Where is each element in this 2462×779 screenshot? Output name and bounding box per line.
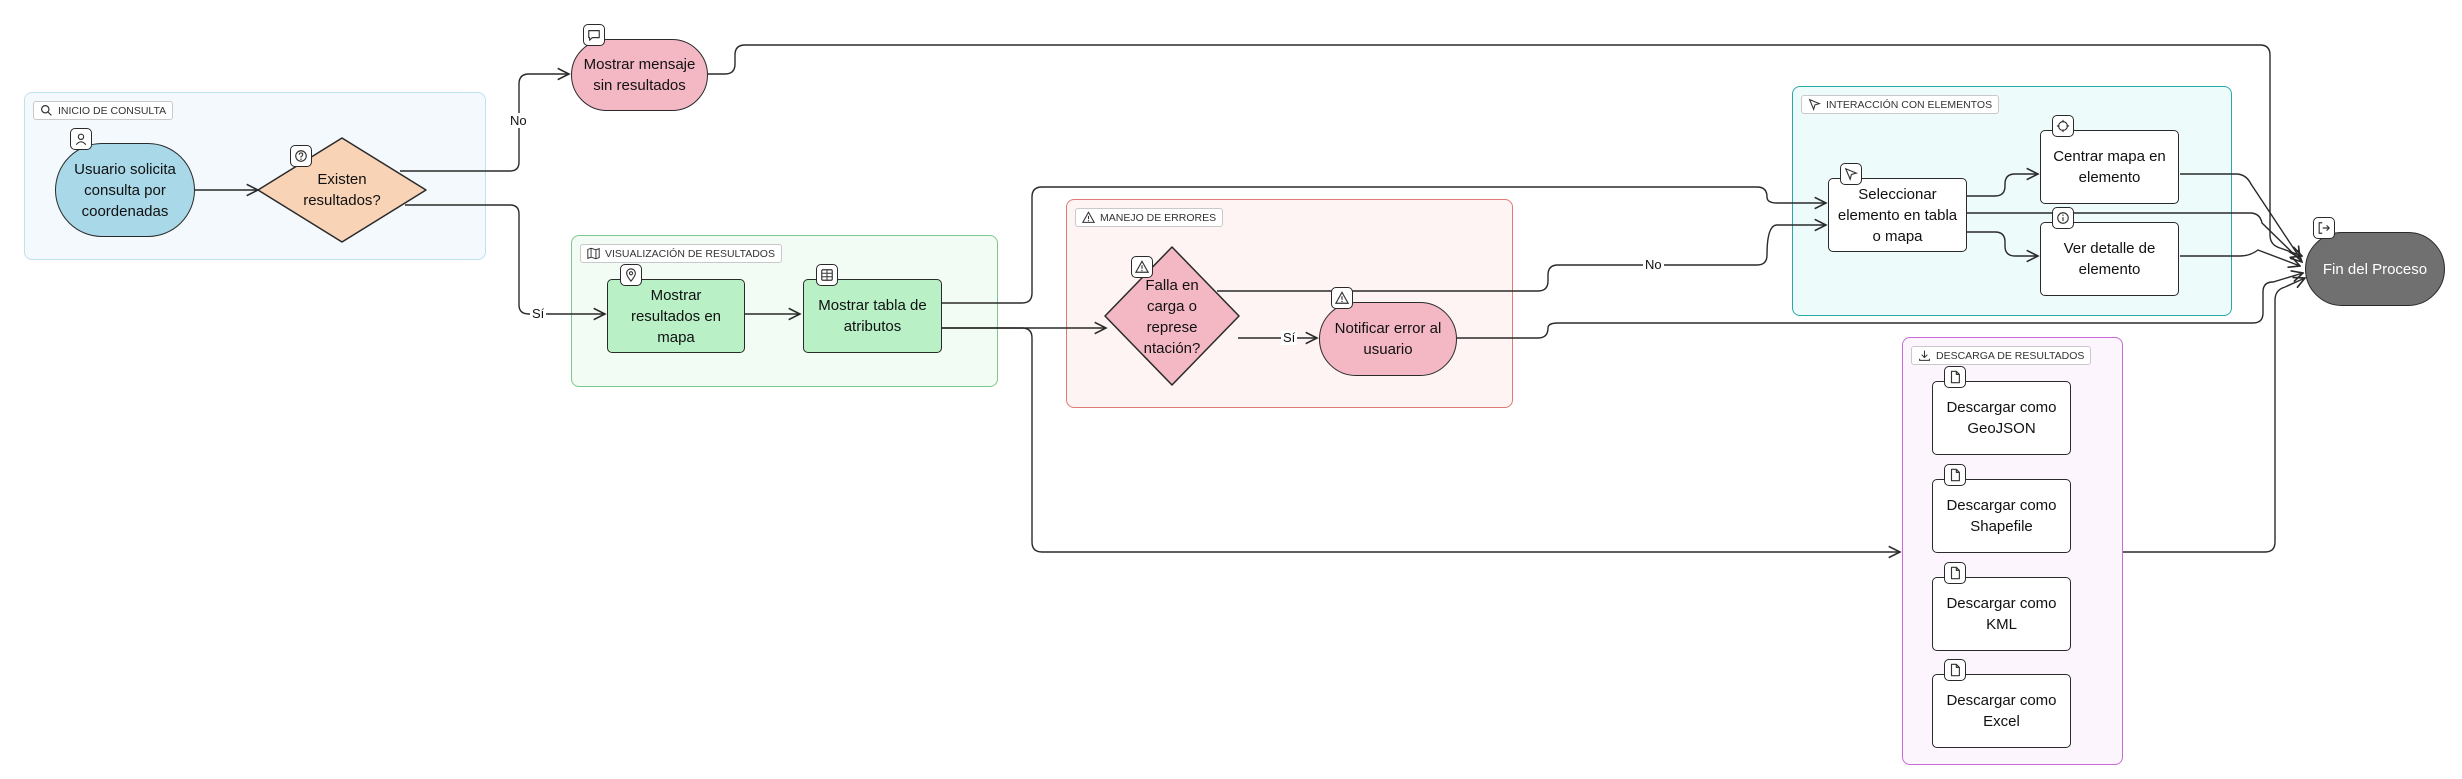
user-icon [70,128,92,150]
group-label-inicio: INICIO DE CONSULTA [33,101,174,120]
file-icon [1944,464,1966,486]
edge-seleccionar-fin [1967,212,2302,262]
node-descargar-excel[interactable]: Descargar como Excel [1932,674,2071,748]
group-label-descarga: DESCARGA DE RESULTADOS [1911,346,2092,365]
existen-resultados-label: Existen resultados? [303,171,381,209]
edge-seleccionar-centrar [1967,174,2038,197]
edge-detalle-fin [2180,249,2300,266]
question-icon [290,145,312,167]
search-icon [41,105,52,116]
edge-descarga-fin [2123,278,2305,553]
node-seleccionar-elemento[interactable]: Seleccionar elemento en tabla o mapa [1828,178,1967,252]
edge-label-si-existen: Sí [530,306,547,321]
crosshair-icon [2052,115,2074,137]
edge-tabla-descarga [942,327,1900,552]
info-icon [2052,207,2074,229]
pointer-icon [1840,163,1862,185]
node-centrar-mapa[interactable]: Centrar mapa en elemento [2040,130,2179,204]
node-ver-detalle[interactable]: Ver detalle de elemento [2040,222,2179,296]
edge-centrar-fin [2180,173,2300,258]
download-icon [1919,350,1930,361]
node-mostrar-mensaje[interactable]: Mostrar mensaje sin resultados [571,39,708,111]
falla-en-carga-label: Falla en carga o represe ntación? [1143,277,1201,357]
alert-icon [1331,287,1353,309]
node-fin-del-proceso[interactable]: Fin del Proceso [2305,232,2445,306]
map-pin-icon [620,264,642,286]
cursor-icon [1808,98,1821,111]
edge-mensaje-fin [708,44,2302,256]
edge-tabla-seleccionar [942,186,1826,304]
edge-label-no-existen: No [508,113,529,128]
node-usuario-solicita-consulta[interactable]: Usuario solicita consulta por coordenada… [55,143,195,237]
group-label-visualizacion: VISUALIZACIÓN DE RESULTADOS [580,244,782,263]
edge-notificar-fin [1457,273,2303,339]
node-descargar-geojson[interactable]: Descargar como GeoJSON [1932,381,2071,455]
edge-label-si-falla: Sí [1281,330,1298,345]
group-label-errores: MANEJO DE ERRORES [1075,208,1224,227]
node-falla-en-carga[interactable] [1103,245,1241,387]
file-icon [1944,562,1966,584]
file-icon [1944,366,1966,388]
warning-icon [1131,256,1153,278]
node-notificar-error[interactable]: Notificar error al usuario [1319,302,1457,376]
edge-existen-si-mapa [405,204,605,314]
map-icon [587,247,600,260]
message-icon [583,24,605,46]
node-descargar-kml[interactable]: Descargar como KML [1932,577,2071,651]
group-label-interaccion: INTERACCIÓN CON ELEMENTOS [1801,95,2000,114]
exit-icon [2313,217,2335,239]
table-icon [816,264,838,286]
node-descargar-shapefile[interactable]: Descargar como Shapefile [1932,479,2071,553]
file-icon [1944,659,1966,681]
edge-label-no-falla: No [1643,257,1664,272]
node-mostrar-resultados-mapa[interactable]: Mostrar resultados en mapa [607,279,745,353]
node-mostrar-tabla-atributos[interactable]: Mostrar tabla de atributos [803,279,942,353]
edge-falla-no-seleccionar [1217,225,1826,292]
warning-icon [1082,211,1095,223]
edge-seleccionar-detalle [1967,231,2038,256]
